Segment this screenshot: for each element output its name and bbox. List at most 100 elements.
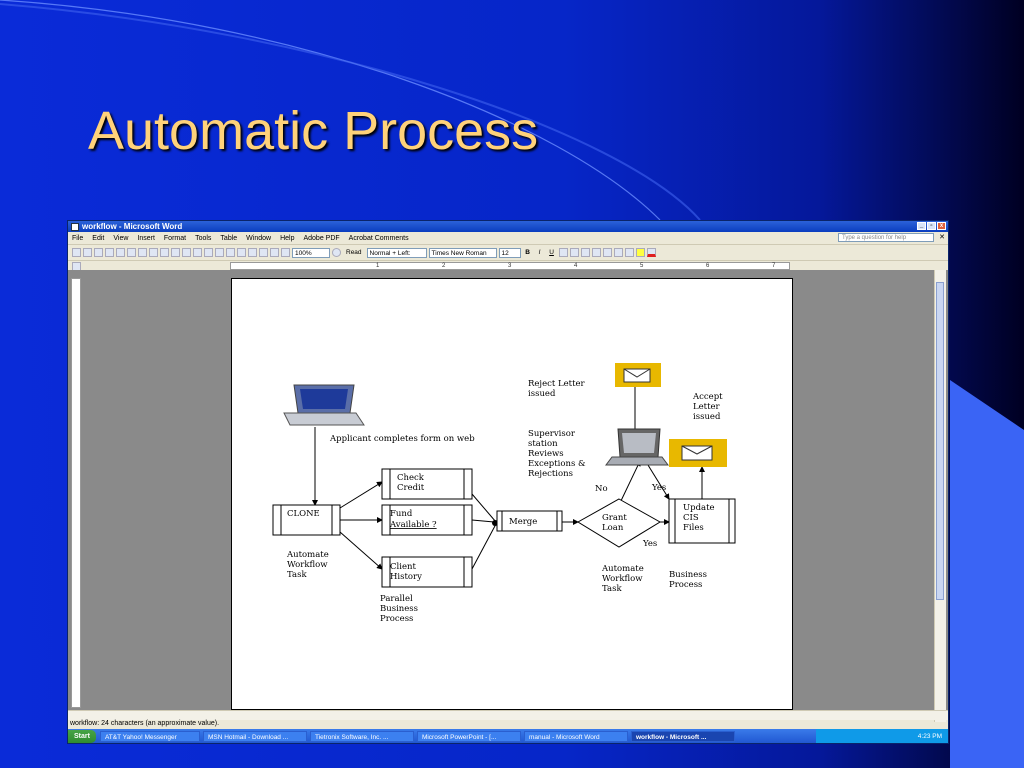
menu-bar: File Edit View Insert Format Tools Table…: [68, 232, 948, 245]
ruler-mark: 4: [574, 263, 578, 269]
menu-acrobat-comments[interactable]: Acrobat Comments: [348, 234, 409, 242]
cut-icon[interactable]: [171, 248, 180, 257]
workflow-diagram: Applicant completes form on web CLONE Au…: [272, 363, 736, 624]
accept-letter-line: Letter: [693, 402, 721, 412]
close-button[interactable]: x: [937, 222, 946, 230]
window-title: workflow - Microsoft Word: [82, 222, 183, 231]
slide-title: Automatic Process: [88, 101, 539, 161]
scroll-thumb[interactable]: [936, 282, 944, 600]
ruler-mark: 6: [706, 263, 710, 269]
menu-window[interactable]: Window: [246, 234, 272, 242]
menu-help[interactable]: Help: [280, 234, 295, 242]
client-history-line: History: [390, 572, 422, 582]
horizontal-ruler[interactable]: 1 2 3 4 5 6 7: [230, 262, 790, 270]
menu-insert[interactable]: Insert: [137, 234, 155, 242]
supervisor-laptop-icon: [605, 428, 669, 466]
redo-icon[interactable]: [226, 248, 235, 257]
tables-icon[interactable]: [248, 248, 257, 257]
undo-icon[interactable]: [215, 248, 224, 257]
grant-loan-line: Loan: [602, 523, 624, 533]
help-icon[interactable]: [332, 248, 341, 257]
email-icon[interactable]: [116, 248, 125, 257]
zoom-select[interactable]: 100%: [292, 247, 330, 258]
copy-icon[interactable]: [182, 248, 191, 257]
merge-box: [496, 510, 563, 532]
indent-icon[interactable]: [613, 248, 623, 257]
border-icon[interactable]: [624, 248, 634, 257]
taskbar-item-tietronix[interactable]: Tietronix Software, Inc. ...: [309, 731, 414, 742]
close-document-icon[interactable]: ✕: [939, 234, 945, 241]
menu-tools[interactable]: Tools: [195, 234, 212, 242]
paste-icon[interactable]: [193, 248, 202, 257]
svg-text:Business Process: Business Process: [669, 570, 710, 590]
ruler-mark: 2: [442, 263, 446, 269]
taskbar-item-messenger[interactable]: AT&T Yahoo! Messenger: [99, 731, 200, 742]
grant-loan-line: Grant: [602, 513, 627, 523]
automate-task-mid-line: Workflow: [602, 574, 643, 584]
svg-text:Parallel Business: Parallel Business Process: [380, 594, 421, 624]
italic-button[interactable]: I: [538, 249, 541, 256]
print-icon[interactable]: [127, 248, 136, 257]
permission-icon[interactable]: [105, 248, 114, 257]
open-icon[interactable]: [83, 248, 92, 257]
underline-button[interactable]: U: [549, 249, 554, 256]
taskbar: Start AT&T Yahoo! Messenger MSN Hotmail …: [68, 729, 948, 743]
document-page[interactable]: Applicant completes form on web CLONE Au…: [231, 278, 793, 710]
vertical-scrollbar[interactable]: [934, 270, 946, 722]
ruler-mark: 3: [508, 263, 512, 269]
new-document-icon[interactable]: [72, 248, 81, 257]
spelling-icon[interactable]: [149, 248, 158, 257]
maximize-button[interactable]: ▫: [927, 222, 936, 230]
highlight-icon[interactable]: [635, 248, 645, 257]
bullets-icon[interactable]: [602, 248, 612, 257]
menu-view[interactable]: View: [113, 234, 129, 242]
envelope-icon-accept: [669, 439, 727, 467]
font-size-select[interactable]: 12: [498, 247, 521, 258]
print-preview-icon[interactable]: [138, 248, 147, 257]
laptop-icon: [283, 384, 365, 426]
update-cis-line: Files: [683, 523, 704, 533]
taskbar-item-workflow[interactable]: workflow - Microsoft ...: [630, 731, 735, 742]
update-cis-line: CIS: [683, 513, 699, 523]
automate-task-mid-line: Automate: [601, 564, 644, 574]
drawing-icon[interactable]: [281, 248, 290, 257]
menu-adobe-pdf[interactable]: Adobe PDF: [303, 234, 340, 242]
client-history-line: Client: [390, 562, 416, 572]
font-select[interactable]: Times New Roman: [428, 247, 497, 258]
horizontal-scrollbar[interactable]: [68, 710, 948, 720]
excel-icon[interactable]: [270, 248, 279, 257]
svg-text:Automate Workflow: Automate Workflow Task: [601, 564, 646, 594]
menu-file[interactable]: File: [72, 234, 84, 242]
grant-loan-diamond: [577, 498, 661, 548]
svg-text:Applicant completes form on we: Applicant completes form on web: [329, 434, 475, 444]
hyperlink-icon[interactable]: [237, 248, 246, 257]
bold-button[interactable]: B: [525, 249, 530, 256]
font-color-icon[interactable]: [646, 248, 656, 257]
menu-edit[interactable]: Edit: [92, 234, 105, 242]
research-icon[interactable]: [160, 248, 169, 257]
supervisor-line: station: [528, 439, 558, 449]
taskbar-item-powerpoint[interactable]: Microsoft PowerPoint - [...: [416, 731, 521, 742]
minimize-button[interactable]: _: [917, 222, 926, 230]
style-select[interactable]: Normal + Left:: [366, 247, 427, 258]
numbering-icon[interactable]: [591, 248, 601, 257]
yes-label-bottom: Yes: [642, 539, 657, 549]
taskbar-item-hotmail[interactable]: MSN Hotmail - Download ...: [202, 731, 307, 742]
save-icon[interactable]: [94, 248, 103, 257]
start-button[interactable]: Start: [68, 730, 96, 743]
menu-format[interactable]: Format: [163, 234, 187, 242]
line-spacing-icon[interactable]: [580, 248, 590, 257]
read-button[interactable]: Read: [346, 249, 362, 256]
menu-table[interactable]: Table: [220, 234, 238, 242]
update-cis-line: Update: [683, 503, 715, 513]
vertical-ruler[interactable]: [71, 278, 81, 708]
taskbar-item-manual[interactable]: manual - Microsoft Word: [523, 731, 628, 742]
justify-icon[interactable]: [569, 248, 579, 257]
svg-text:Check Credit: Check Credit: [397, 473, 427, 493]
help-search-input[interactable]: Type a question for help: [838, 233, 934, 242]
format-painter-icon[interactable]: [204, 248, 213, 257]
merge-label: Merge: [509, 517, 537, 527]
align-left-icon[interactable]: [558, 248, 568, 257]
yes-label-top: Yes: [651, 483, 666, 493]
insert-table-icon[interactable]: [259, 248, 268, 257]
